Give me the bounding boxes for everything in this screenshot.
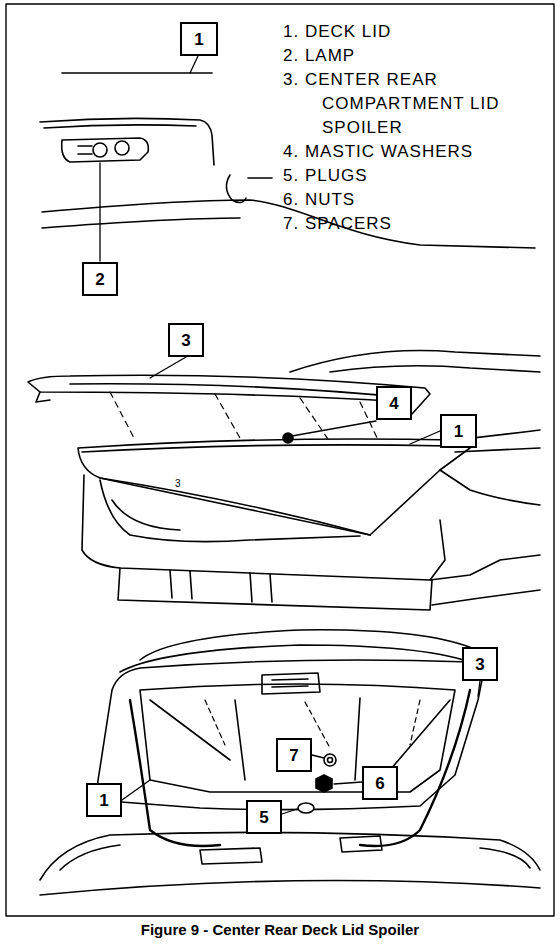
callout-number: 3 [475, 656, 484, 673]
spoiler-exploded-view [28, 351, 540, 610]
callout-box: 1 [180, 22, 218, 56]
callout-box: 1 [440, 414, 477, 448]
lid-underside-view [40, 630, 540, 895]
callout-number: 3 [181, 332, 190, 349]
part-mark: 3 [175, 478, 181, 490]
callout-box: 1 [86, 783, 122, 817]
frame [6, 4, 554, 916]
parts-list-item: 6. NUTS [283, 188, 355, 212]
parts-list-item: 4. MASTIC WASHERS [283, 140, 473, 164]
callout-number: 7 [289, 747, 298, 764]
callout-box: 2 [82, 262, 118, 296]
callout-number: 5 [259, 809, 268, 826]
parts-list-item: 1. DECK LID [283, 20, 391, 44]
callout-number: 2 [95, 271, 104, 288]
leader-lines [100, 56, 480, 814]
callout-box: 6 [362, 766, 398, 800]
callout-box: 5 [246, 800, 282, 834]
callout-box: 4 [376, 386, 412, 420]
spacer [324, 754, 336, 766]
callout-number: 4 [389, 395, 398, 412]
callout-box: 7 [276, 738, 312, 772]
parts-list-item: 7. SPACERS [283, 212, 392, 236]
parts-list-item: 2. LAMP [283, 44, 355, 68]
parts-list-item: 5. PLUGS [283, 164, 368, 188]
nut [316, 775, 332, 792]
callout-number: 1 [454, 423, 463, 440]
callout-box: 3 [168, 323, 204, 357]
plug [298, 803, 314, 813]
callout-box: 3 [462, 647, 498, 681]
callout-number: 6 [375, 775, 384, 792]
figure-caption: Figure 9 - Center Rear Deck Lid Spoiler [141, 921, 419, 938]
callout-number: 1 [99, 792, 108, 809]
callout-number: 1 [194, 31, 203, 48]
parts-list-item: 3. CENTER REAR COMPARTMENT LID SPOILER [283, 68, 532, 140]
